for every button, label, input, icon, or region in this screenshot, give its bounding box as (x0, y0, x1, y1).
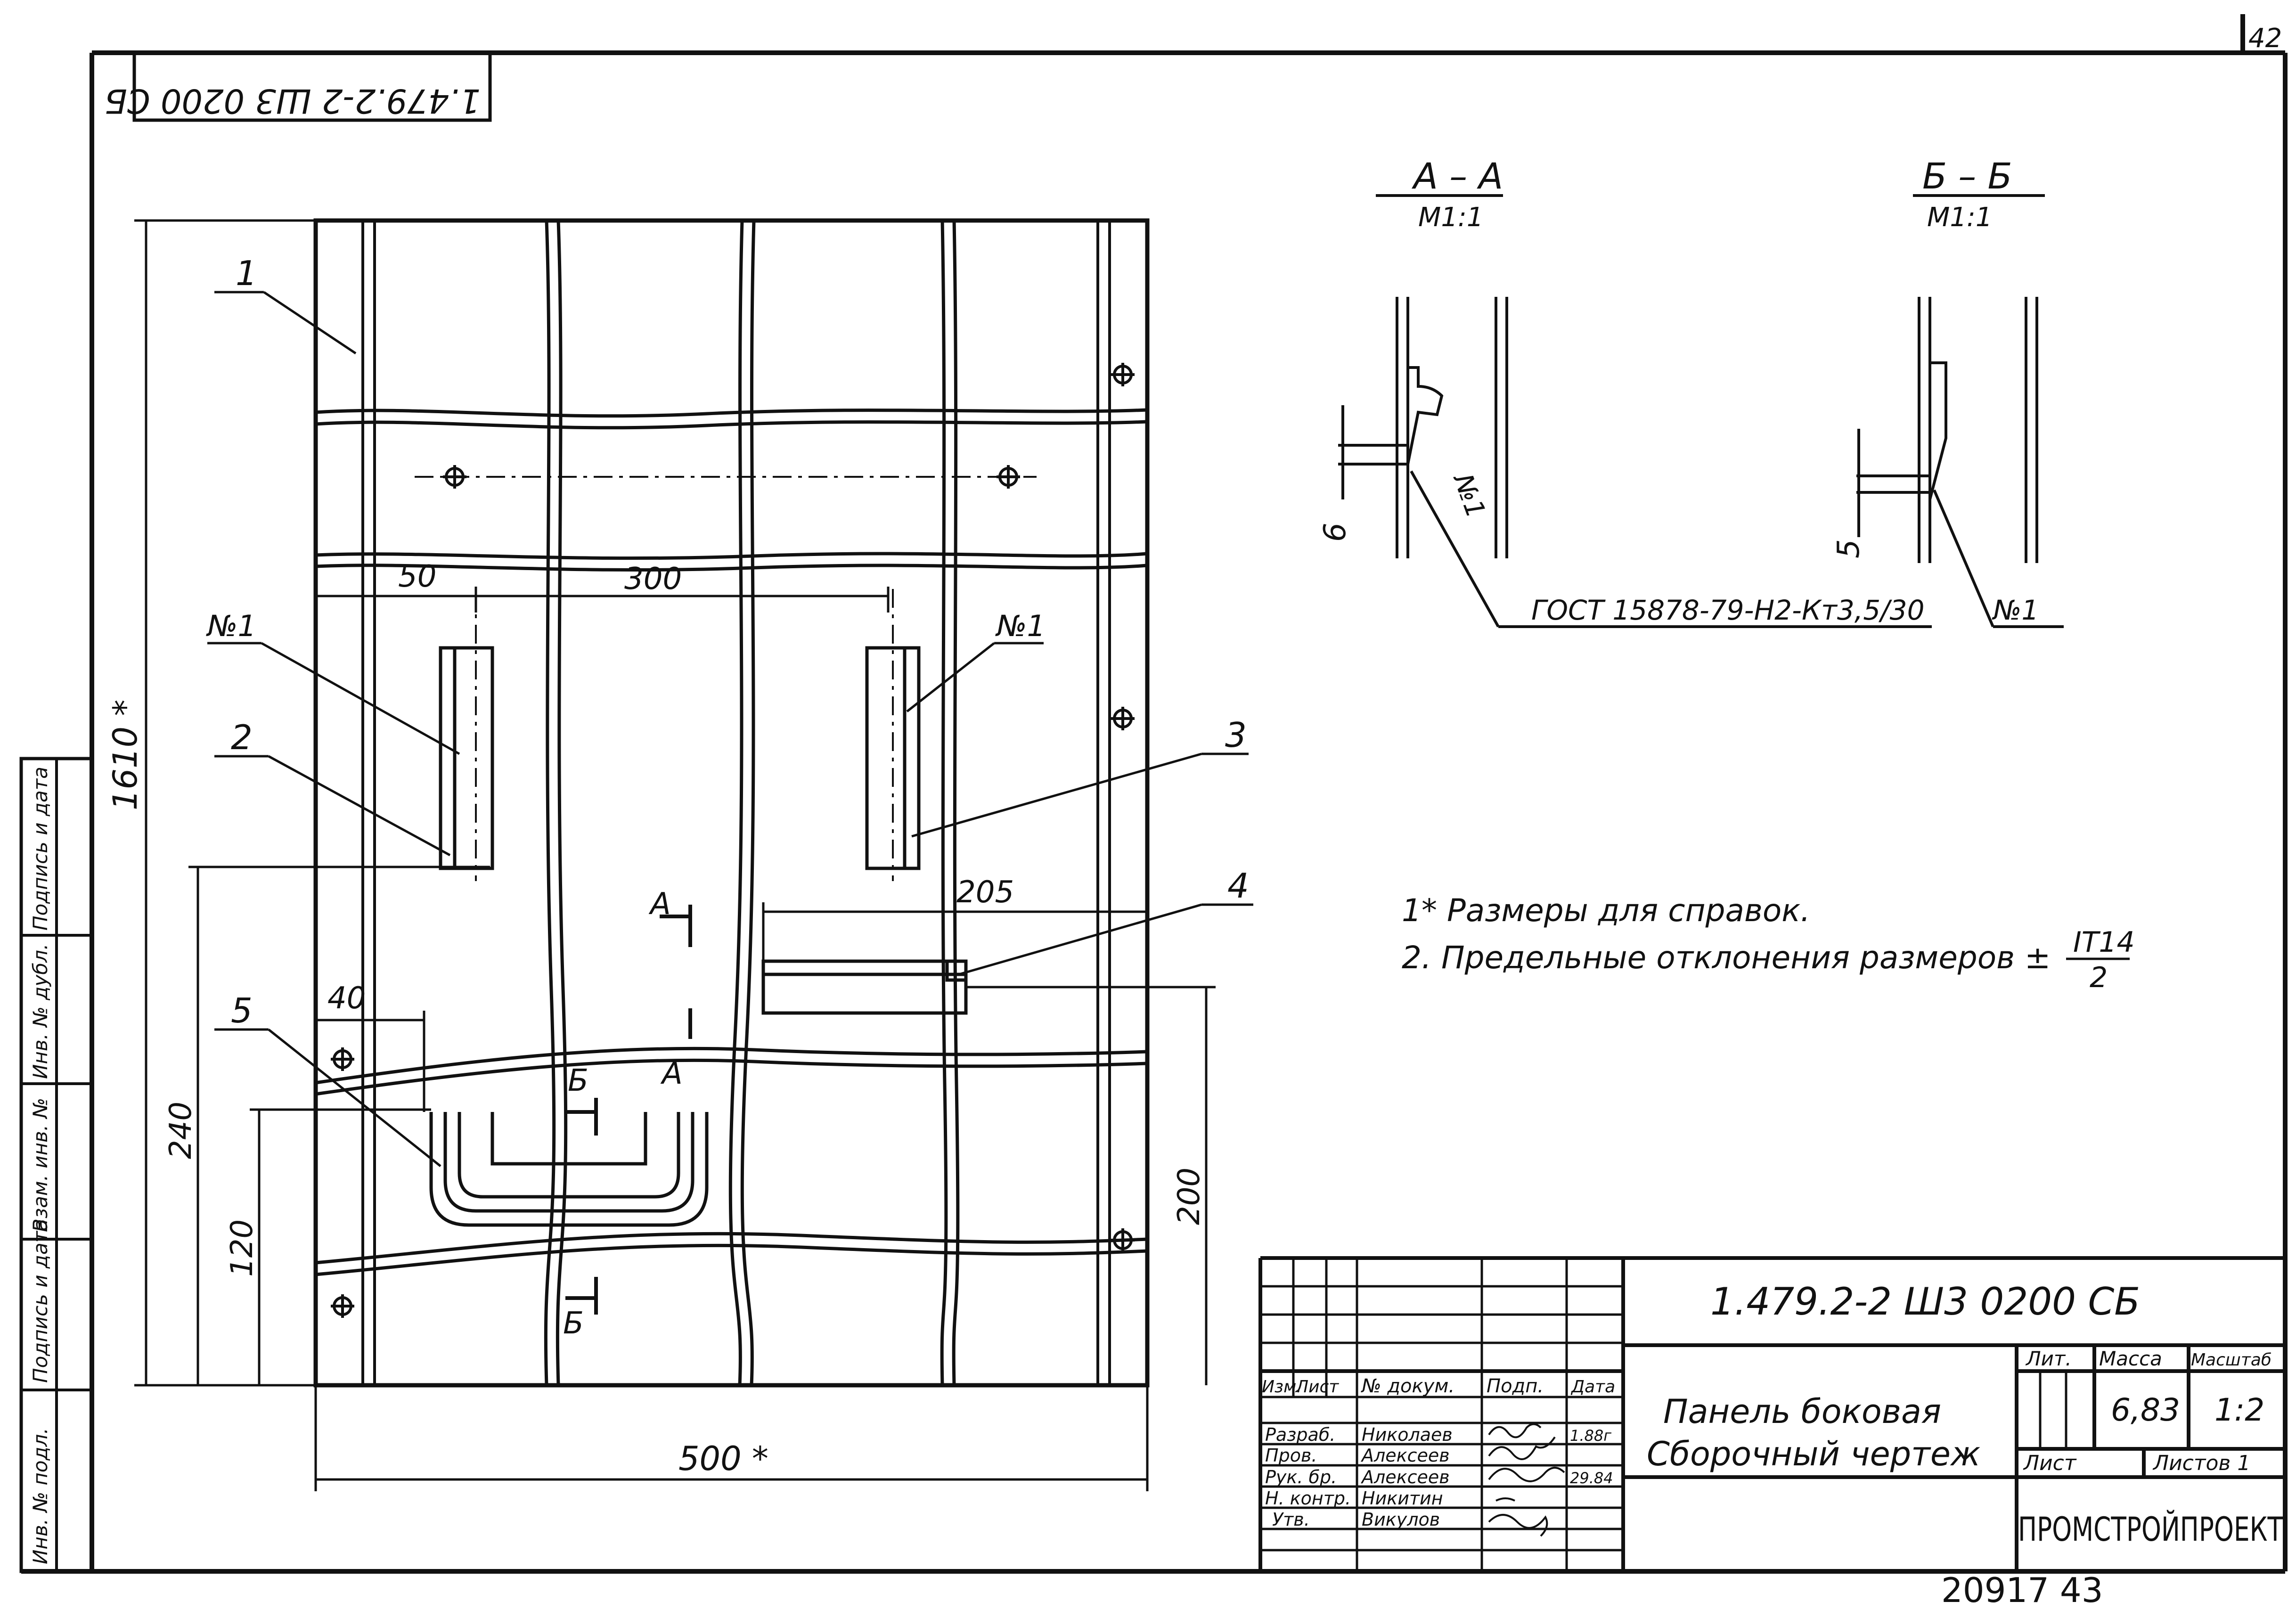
horizontal-bar (761, 959, 968, 1015)
dim-1610: 1610 * (106, 700, 145, 810)
section-bb-title: Б – Б (1922, 155, 2012, 197)
tb-role-3: Н. контр. (1265, 1488, 1351, 1509)
tb-mass-label: Масса (2099, 1347, 2162, 1370)
handle (429, 1112, 709, 1227)
section-bb-scale: М1:1 (1927, 202, 1992, 233)
dim-500: 500 * (678, 1439, 768, 1478)
note-2: 2. Предельные отклонения размеров ± (1402, 940, 2051, 976)
tb-role-1: Пров. (1265, 1445, 1317, 1466)
tb-name-4: Викулов (1362, 1509, 1440, 1530)
side-stamp: Инв. № подл. Подпись и дата Взам. инв. №… (19, 757, 94, 1573)
panel-outline (313, 218, 1150, 1388)
tb-role-2: Рук. бр. (1265, 1467, 1337, 1487)
holes (331, 363, 1135, 1318)
break-lines (315, 220, 1148, 1386)
tb-name-1: Алексеев (1360, 1445, 1450, 1466)
section-aa-weld: №1 (1447, 469, 1491, 522)
dim-205: 205 (956, 875, 1014, 910)
side-stamp-label-2: Взам. инв. № (29, 1098, 52, 1232)
tb-scale-value: 1:2 (2214, 1392, 2264, 1428)
tb-role-0: Разраб. (1265, 1424, 1335, 1445)
tb-designation: 1.479.2-2 Ш3 0200 СБ (1710, 1280, 2140, 1324)
tb-sheet-label: Лист (2023, 1451, 2077, 1475)
side-stamp-label-3: Инв. № дубл. (29, 944, 52, 1079)
part-label-3: 3 (1225, 715, 1247, 755)
tb-sheets-label: Листов 1 (2152, 1451, 2250, 1475)
tb-scale-label: Масштаб (2191, 1350, 2271, 1370)
part-label-2: 2 (231, 718, 253, 757)
dim-50: 50 (398, 559, 436, 594)
tb-mass-value: 6,83 (2111, 1392, 2180, 1428)
tb-header-sign: Подп. (1487, 1375, 1544, 1397)
section-bb-weld: №1 (1992, 594, 2039, 626)
section-mark-b-top: Б (568, 1063, 588, 1098)
notes: 1* Размеры для справок. 2. Предельные от… (1402, 892, 2135, 994)
part-label-1: 1 (236, 253, 257, 293)
tb-organization: ПРОМСТРОЙПРОЕКТ (2018, 1510, 2283, 1549)
section-aa-dim: 6 (1318, 523, 1353, 542)
section-mark-b-bottom: Б (563, 1306, 584, 1341)
tb-header-doc: № докум. (1361, 1375, 1454, 1397)
tb-header-izm: Изм. (1262, 1377, 1302, 1397)
section-mark-a-top: А (648, 887, 671, 922)
side-stamp-label-1: Подпись и дата (29, 1219, 52, 1383)
tb-header-date: Дата (1570, 1377, 1615, 1397)
tolerance-denominator: 2 (2090, 961, 2108, 994)
section-bb-dim: 5 (1831, 539, 1866, 558)
tb-title-line2: Сборочный чертеж (1647, 1435, 1980, 1473)
section-aa-scale: М1:1 (1418, 202, 1483, 233)
side-stamp-label-4: Подпись и дата (29, 767, 52, 931)
tb-role-4: Утв. (1272, 1509, 1310, 1530)
tb-name-3: Никитин (1362, 1488, 1443, 1509)
section-bb: Б – Б М1:1 5 №1 (1831, 155, 2064, 628)
dimension-lines (134, 219, 1216, 1491)
side-stamp-label-0: Инв. № подл. (29, 1428, 52, 1564)
tb-title-line1: Панель боковая (1663, 1392, 1941, 1431)
tb-date-2: 29.84 (1570, 1469, 1613, 1487)
weld-label-right: №1 (995, 609, 1046, 643)
sheet-page-number: 42 (2248, 23, 2282, 54)
dim-240: 240 (163, 1102, 198, 1159)
part-label-4: 4 (1227, 866, 1249, 906)
title-block: Изм. Лист № докум. Подп. Дата Разраб. Ни… (1258, 1256, 2285, 1571)
tb-date-0: 1.88г (1570, 1427, 1611, 1445)
weld-label-left: №1 (206, 609, 256, 643)
note-1: 1* Размеры для справок. (1402, 892, 1810, 929)
archive-number: 20917 43 (1941, 1570, 2103, 1610)
tb-name-2: Алексеев (1360, 1467, 1450, 1487)
main-view: А А Б Б 1 2 3 4 5 №1 №1 (106, 218, 1253, 1491)
dim-120: 120 (225, 1219, 260, 1277)
rotated-stamp: 1.479.2-2 Ш3 0200 СБ (105, 53, 492, 122)
dim-300: 300 (624, 562, 682, 597)
sheet-frame (21, 14, 2288, 1574)
dim-40: 40 (327, 981, 366, 1016)
section-aa: А – А М1:1 6 №1 (1318, 155, 1932, 628)
section-aa-title: А – А (1411, 155, 1503, 197)
dim-200: 200 (1172, 1168, 1207, 1225)
section-mark-a-bottom: А (660, 1056, 683, 1091)
section-cut-marks (565, 905, 692, 1315)
tb-lit-label: Лит. (2025, 1347, 2072, 1370)
stiffener-slots (439, 646, 921, 870)
leaders (207, 291, 1253, 1167)
part-label-5: 5 (231, 991, 253, 1030)
tb-name-0: Николаев (1362, 1424, 1453, 1445)
tb-header-list: Лист (1295, 1377, 1339, 1397)
weld-standard: ГОСТ 15878-79-Н2-Кт3,5/30 (1531, 594, 1925, 626)
tolerance-numerator: IT14 (2073, 926, 2135, 959)
signatures (1488, 1423, 1565, 1537)
rotated-stamp-text: 1.479.2-2 Ш3 0200 СБ (105, 82, 481, 120)
